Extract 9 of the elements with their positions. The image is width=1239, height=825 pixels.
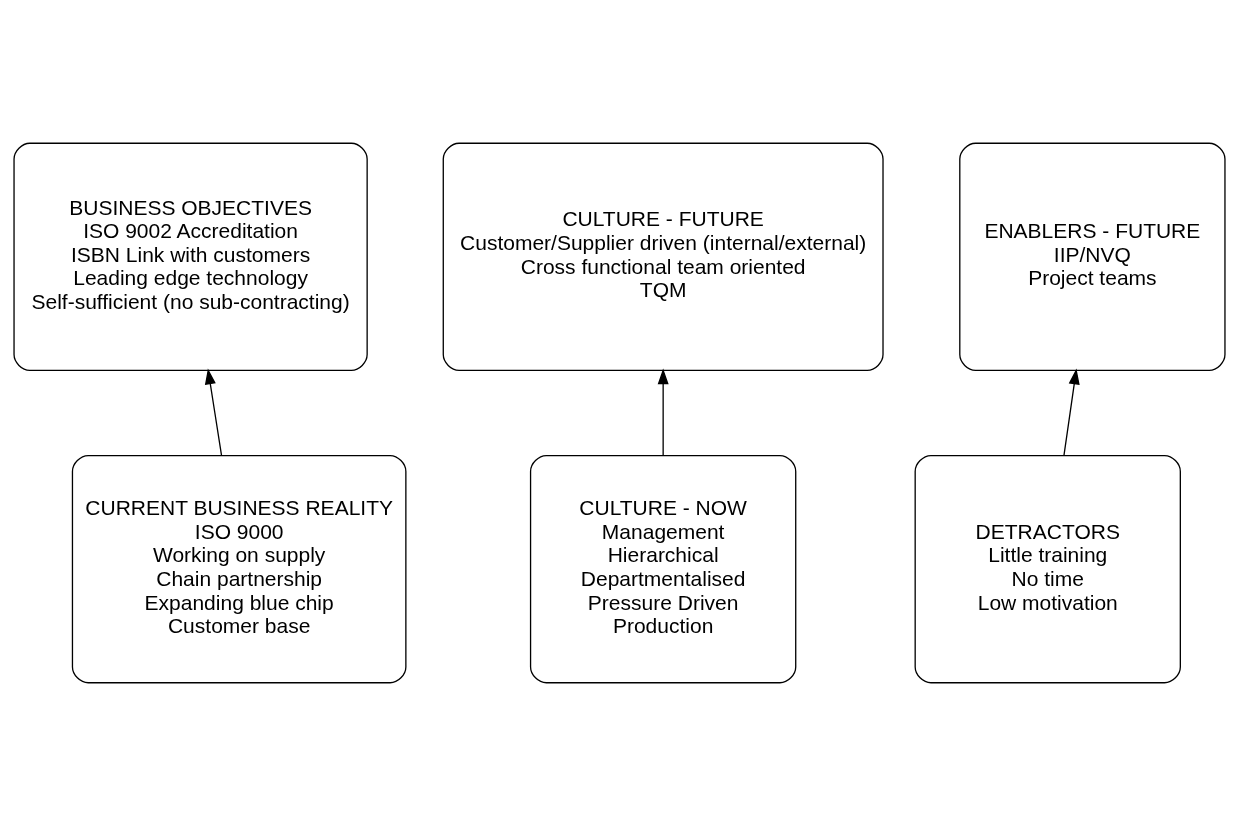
node-box: CULTURE - FUTURE Customer/Supplier driven (internal/external) Cross functional team oriented TQM xyxy=(442,142,884,371)
node-box: CULTURE - NOW Management Hierarchical Departmentalised Pressure Driven Production xyxy=(529,454,797,683)
arrow xyxy=(657,368,669,456)
arrow xyxy=(1063,368,1080,456)
node-box: DETRACTORS Little training No time Low motivation xyxy=(914,454,1181,683)
node-box: ENABLERS - FUTURE IIP/NVQ Project teams xyxy=(959,142,1226,371)
node-box: BUSINESS OBJECTIVES ISO 9002 Accreditation ISBN Link with customers Leading edge technology Self-sufficient (no sub-contracting) xyxy=(13,142,368,371)
node-box: CURRENT BUSINESS REALITY ISO 9000 Working on supply Chain partnership Expanding blue chip Customer base xyxy=(71,454,407,683)
arrow xyxy=(204,368,223,456)
